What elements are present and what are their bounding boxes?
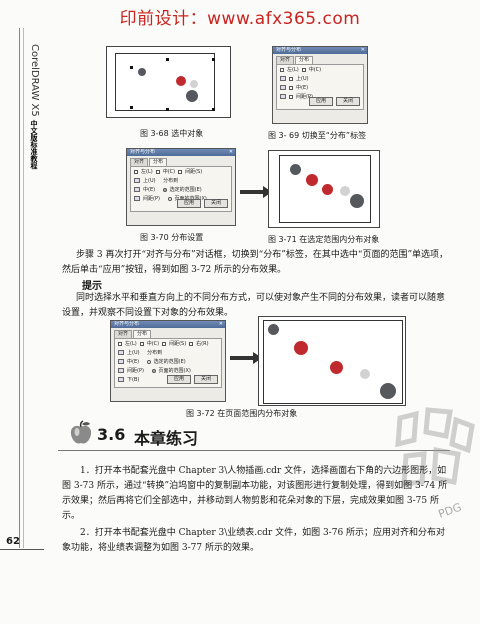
tab-distribute: 分布 <box>133 330 152 338</box>
spine-rule-inner <box>23 28 24 548</box>
selection-handle <box>130 66 133 69</box>
arrow-icon <box>240 186 272 198</box>
figure-3-70-dialog: 对齐与分布✕ 对齐 分布 左(L) 中(C) 间距(S) 上(U) 分布到 中(… <box>126 148 236 226</box>
apple-icon <box>70 420 92 444</box>
close-icon: ✕ <box>360 47 365 53</box>
figure-3-71-image <box>268 150 380 228</box>
close-icon: ✕ <box>218 321 223 327</box>
page-number-rule <box>0 549 44 550</box>
circle-grey <box>340 186 350 196</box>
figure-3-71-caption: 图 3-71 在选定范围内分布对象 <box>268 235 380 244</box>
tab-distribute: 分布 <box>295 56 314 64</box>
apply-button: 应用 <box>308 97 333 106</box>
figure-3-72-dialog: 对齐与分布✕ 对齐 分布 左(L) 中(C) 间距(S) 右(R) 上(U) 分… <box>110 320 226 402</box>
tip-text: 同时选择水平和垂直方向上的不同分布方式，可以使对象产生不同的分布效果，读者可以随… <box>62 293 446 318</box>
close-button: 关闭 <box>335 97 360 106</box>
tab-align: 对齐 <box>114 330 133 338</box>
circle-dark <box>268 324 279 335</box>
figure-3-72-image <box>258 316 406 406</box>
distribute-icon <box>118 368 124 373</box>
page-number: 62 <box>6 536 20 547</box>
selection-handle <box>166 58 169 61</box>
tab-distribute: 分布 <box>149 158 168 166</box>
selection-handle <box>212 108 215 111</box>
distribute-icon <box>280 85 286 90</box>
figure-3-69-caption: 图 3- 69 切换至“分布”标签 <box>268 131 367 140</box>
apply-button: 应用 <box>166 375 191 384</box>
circle-dark <box>186 90 198 102</box>
exercise-1-text: 1．打开本书配套光盘中 Chapter 3\人物插画.cdr 文件，选择画面右下… <box>62 466 448 521</box>
figure-3-68-image <box>106 46 231 118</box>
tip-label: 提示 <box>82 281 102 292</box>
section-title: 本章练习 <box>134 429 199 448</box>
circle-dark <box>290 164 301 175</box>
distribute-pane: 左(L) 中(C) 间距(S) 上(U) 分布到 中(E) 选定的范围(E) 间… <box>130 166 232 212</box>
circle-dark <box>350 194 364 208</box>
book-spine-title: CorelDRAW X5 中文版标准教程 <box>29 44 40 169</box>
figure-3-70-caption: 图 3-70 分布设置 <box>140 233 204 242</box>
circle-red <box>322 184 333 195</box>
watermark-text: 印前设计：www.afx365.com <box>119 9 361 29</box>
close-button: 关闭 <box>193 375 218 384</box>
exercise-2-text: 2．打开本书配套光盘中 Chapter 3\业绩表.cdr 文件，如图 3-76… <box>62 528 446 553</box>
circle-dark <box>380 383 396 399</box>
distribute-icon <box>118 350 124 355</box>
distribute-pane: 左(L) 中(C) 间距(S) 右(R) 上(U) 分布到 中(E) 选定的范围… <box>114 338 222 388</box>
close-icon: ✕ <box>228 149 233 155</box>
circle-red <box>306 174 318 186</box>
circle-red <box>330 361 343 374</box>
circle-red <box>176 76 186 86</box>
document-page <box>263 320 403 404</box>
selection-handle <box>212 58 215 61</box>
step-3-text: 步骤 3 再次打开“对齐与分布”对话框，切换到“分布”标签，在其中选中“页面的范… <box>62 250 449 275</box>
distribute-icon <box>134 196 140 201</box>
distribute-icon <box>118 359 124 364</box>
distribute-icon <box>134 178 140 183</box>
document-page <box>279 155 371 223</box>
section-rule <box>58 450 450 451</box>
figure-3-68-caption: 图 3-68 选中对象 <box>140 129 204 138</box>
distribute-pane: 左(L) 中(C) 上(U) 中(E) 间距(P) 应用关闭 <box>276 64 364 110</box>
top-check-row: 左(L) 中(C) <box>277 65 363 74</box>
circle-dark <box>138 68 146 76</box>
distribute-icon <box>134 187 140 192</box>
seal-stamp-icon: PDG <box>395 407 475 521</box>
circle-red <box>294 341 308 355</box>
document-page <box>115 53 215 111</box>
distribute-icon <box>280 76 286 81</box>
figure-3-69-dialog: 对齐与分布✕ 对齐 分布 左(L) 中(C) 上(U) 中(E) 间距(P) 应… <box>272 46 368 124</box>
close-button: 关闭 <box>203 199 228 208</box>
spine-rule <box>19 28 20 548</box>
tab-align: 对齐 <box>130 158 149 166</box>
selection-handle <box>130 106 133 109</box>
tab-align: 对齐 <box>276 56 295 64</box>
distribute-icon <box>280 94 286 99</box>
distribute-icon <box>118 377 124 382</box>
section-number: 3.6 <box>97 425 126 444</box>
apply-button: 应用 <box>176 199 201 208</box>
circle-grey <box>190 80 198 88</box>
arrow-icon <box>230 352 262 364</box>
circle-grey <box>360 369 370 379</box>
selection-handle <box>166 108 169 111</box>
figure-3-72-caption: 图 3-72 在页面范围内分布对象 <box>186 409 298 418</box>
